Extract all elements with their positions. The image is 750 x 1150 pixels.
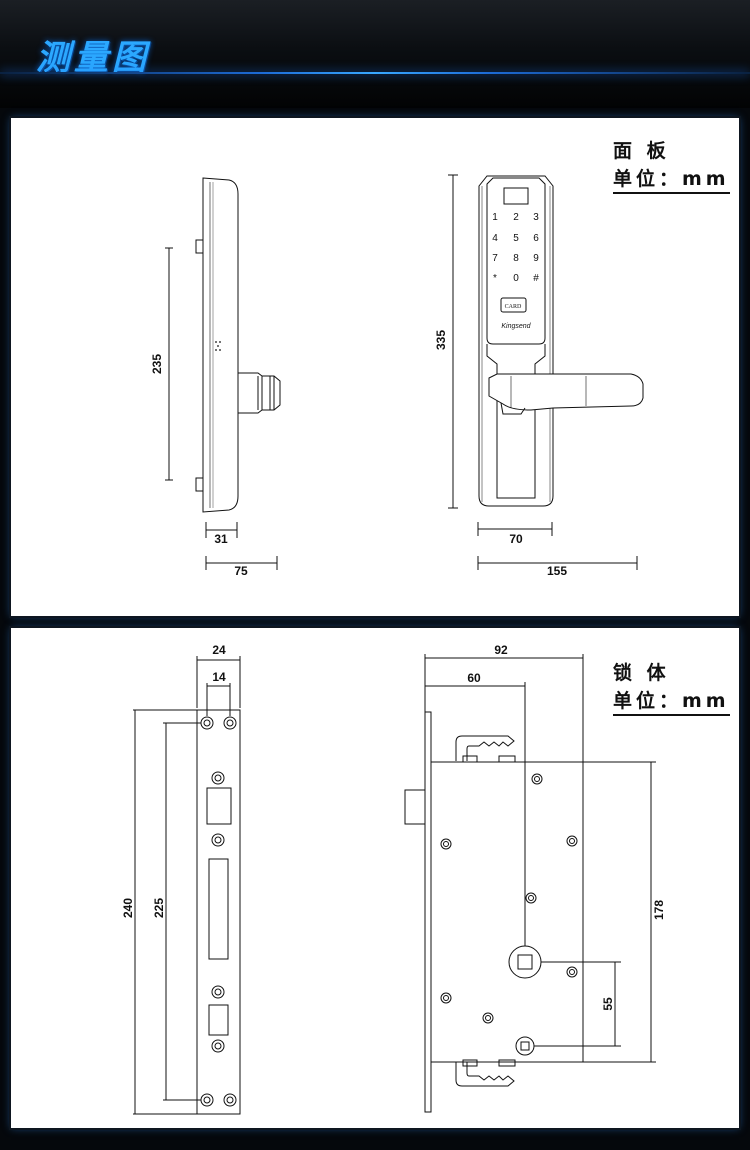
keypad-key: 4 xyxy=(492,233,498,244)
dim-hole-height: 225 xyxy=(152,898,166,918)
keypad-key: * xyxy=(493,273,497,284)
side-view-lock xyxy=(195,177,281,513)
dim-spindle-to-cylinder: 55 xyxy=(601,997,615,1011)
header-glow-line xyxy=(0,72,750,74)
dim-body-height: 178 xyxy=(652,900,666,920)
card-label: CARD xyxy=(505,304,522,310)
panel-face-plate: 1 2 3 4 5 6 7 8 9 * 0 # CARD Kingsend 23… xyxy=(11,118,739,616)
keypad-key: 3 xyxy=(533,212,539,223)
brand-label: Kingsend xyxy=(501,323,531,330)
keypad-key: 7 xyxy=(492,253,498,264)
dim-plate-width: 24 xyxy=(212,643,226,657)
dim-front-total: 155 xyxy=(547,564,567,578)
keypad-key: 1 xyxy=(492,212,498,223)
keypad-key: 5 xyxy=(513,233,519,244)
face-plate-drawing: 1 2 3 4 5 6 7 8 9 * 0 # CARD Kingsend 23… xyxy=(150,174,644,578)
page-title: 测量图 xyxy=(36,38,150,78)
panel-lock-body: 24 14 240 225 92 60 178 55 锁 体 单位：mm xyxy=(11,628,739,1128)
dim-side-depth: 31 xyxy=(214,532,228,546)
keypad-key: 6 xyxy=(533,233,539,244)
face-plate-label: 面 板 xyxy=(613,140,670,162)
lock-case xyxy=(404,711,584,1113)
dim-side-height: 235 xyxy=(150,354,164,374)
dim-body-backset: 60 xyxy=(467,671,481,685)
lock-body-label: 锁 体 xyxy=(613,662,670,684)
keypad-key: 8 xyxy=(513,253,519,264)
front-view-lock xyxy=(478,175,644,507)
dim-side-total: 75 xyxy=(234,564,248,578)
keypad: 1 2 3 4 5 6 7 8 9 * 0 # xyxy=(492,212,539,284)
dim-front-height: 335 xyxy=(434,330,448,350)
keypad-key: 0 xyxy=(513,273,519,284)
keypad-key: # xyxy=(533,273,539,284)
keypad-key: 9 xyxy=(533,253,539,264)
lock-body-unit: 单位：mm xyxy=(613,686,730,716)
dim-plate-height: 240 xyxy=(121,898,135,918)
keypad-key: 2 xyxy=(513,212,519,223)
dim-hole-spacing: 14 xyxy=(212,670,226,684)
face-plate-unit: 单位：mm xyxy=(613,164,730,194)
header-banner: 测量图 xyxy=(0,0,750,108)
dim-body-total-width: 92 xyxy=(494,643,508,657)
strike-plate xyxy=(196,709,241,1115)
dim-front-width: 70 xyxy=(509,532,523,546)
lock-body-drawing: 24 14 240 225 92 60 178 55 xyxy=(121,643,666,1115)
